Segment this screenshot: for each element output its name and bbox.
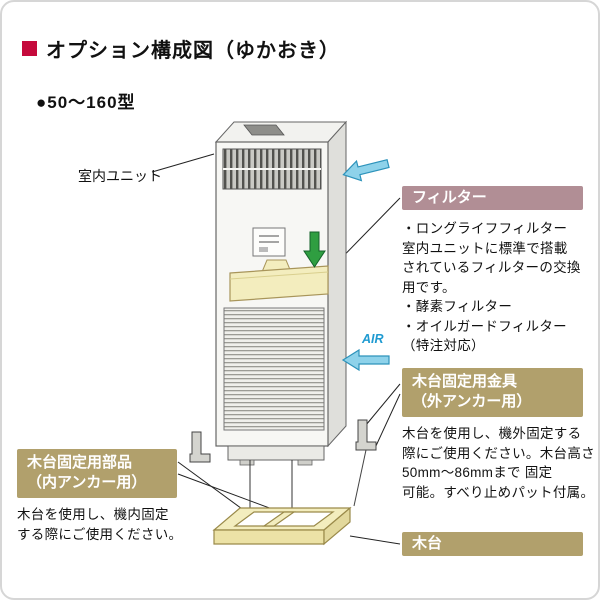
text-line: 50mm〜86mmまで 固定 [402,465,553,480]
text-line: する際にご使用ください。 [17,526,183,542]
title-square-icon [22,41,37,56]
text-line: 用です。 [402,279,456,295]
text-line: （内アンカー用） [27,474,147,492]
text-line: （特注対応） [402,338,485,353]
outer-anchor-callout-header: 木台固定用金具 （外アンカー用） [402,368,583,417]
text-line: （外アンカー用） [412,393,532,411]
page-title-row: オプション構成図（ゆかおき） [22,34,340,63]
indoor-unit-drawing [214,120,348,466]
top-vent [243,124,285,136]
anchor-brackets [189,419,377,507]
unit-base [227,445,325,461]
indoor-unit-label: 室内ユニット [78,168,162,184]
right-anchor-bracket [355,419,377,451]
text-line: ・酵素フィルター [402,299,513,314]
inner-anchor-callout-text: 木台を使用し、機内固定 する際にご使用ください。 [17,505,182,544]
text-line: 室内ユニットに標準で搭載 [402,240,568,256]
lower-intake-grille [223,307,325,431]
text-line: 木台を使用し、機内固定 [17,507,169,522]
airflow-arrows [341,158,390,372]
air-label: AIR [362,332,384,346]
inner-anchor-callout-header: 木台固定用部品 （内アンカー用） [17,449,177,498]
filter-direction-arrow-icon [303,231,326,268]
air-outlet-arrow-icon [342,158,390,182]
text-line: ・ロングライフフィルター [402,221,568,236]
left-anchor-bracket [189,431,211,463]
wooden-base-callout-header: 木台 [402,532,583,556]
control-panel [252,227,286,257]
air-intake-arrow-icon [341,348,390,372]
page-title: オプション構成図（ゆかおき） [46,40,340,62]
text-line: 木台固定用部品 [27,454,133,471]
wooden-base-drawing [212,506,352,546]
text-line: 可能。すべり止めパット付属。 [402,484,595,500]
model-range-label: ●50〜160型 [36,93,136,112]
text-line: されているフィルターの交換 [402,260,581,275]
filter-callout-text: ・ロングライフフィルター 室内ユニットに標準で搭載 されているフィルターの交換 … [402,219,581,356]
text-line: 際にご使用ください。木台高さ [402,445,595,461]
filter-part [229,259,329,302]
text-line: 木台を使用し、機外固定する [402,426,582,441]
outer-anchor-callout-text: 木台を使用し、機外固定する 際にご使用ください。木台高さ 50mm〜86mmまで… [402,424,595,502]
text-line: ・オイルガードフィルター [402,318,567,334]
filter-callout-header: フィルター [402,186,583,210]
text-line: 木台固定用金具 [412,373,518,390]
